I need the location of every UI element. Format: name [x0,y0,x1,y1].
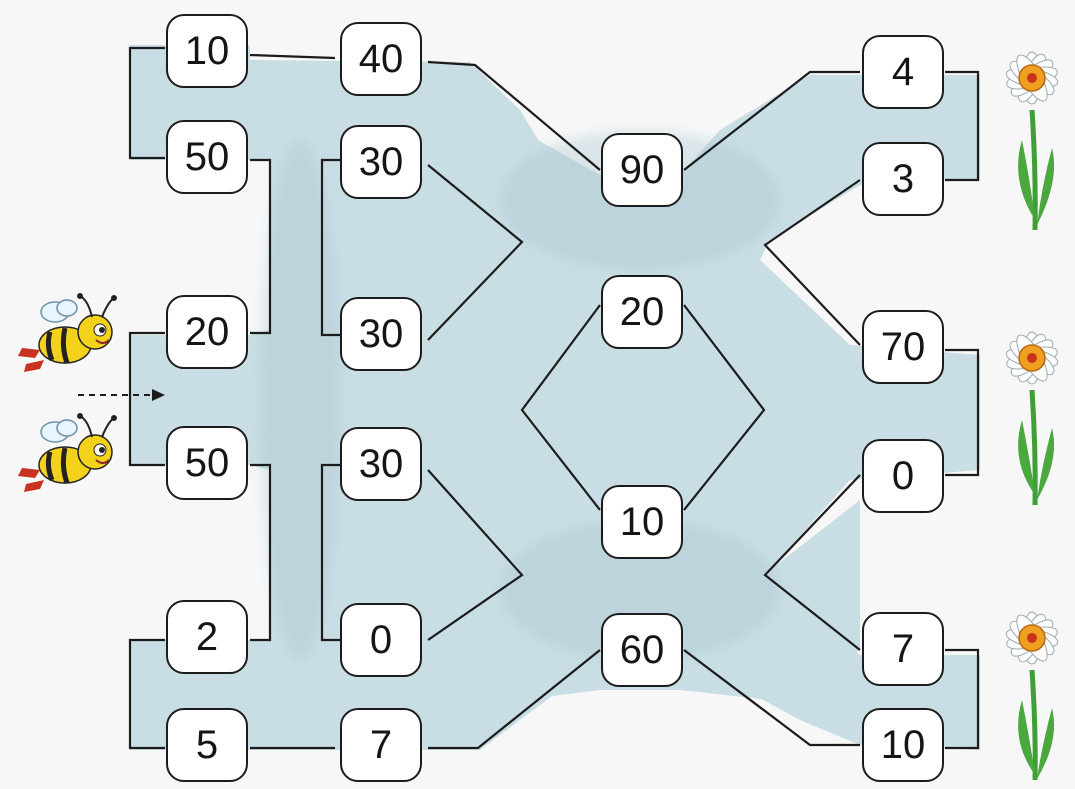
number-box[interactable]: 30 [340,125,422,199]
number-box[interactable]: 3 [862,142,944,216]
daisy-icon [1005,51,1060,230]
number-box[interactable]: 30 [340,297,422,371]
number-label: 20 [620,292,665,332]
number-label: 4 [892,52,914,92]
number-label: 30 [359,444,404,484]
number-label: 3 [892,159,914,199]
number-box[interactable]: 2 [166,600,248,674]
bee-icon [18,413,117,492]
number-box[interactable]: 10 [166,14,248,88]
number-box[interactable]: 4 [862,35,944,109]
number-label: 30 [359,142,404,182]
number-box[interactable]: 7 [340,708,422,782]
number-box[interactable]: 50 [166,426,248,500]
number-box[interactable]: 0 [862,439,944,513]
number-label: 40 [359,39,404,79]
daisy-icon [1005,331,1060,505]
number-label: 30 [359,314,404,354]
number-box[interactable]: 7 [862,612,944,686]
number-box[interactable]: 50 [166,120,248,194]
number-box[interactable]: 20 [601,275,683,349]
number-label: 60 [620,630,665,670]
number-box[interactable]: 10 [601,485,683,559]
number-box[interactable]: 90 [601,133,683,207]
number-label: 50 [185,137,230,177]
number-box[interactable]: 0 [340,603,422,677]
number-box[interactable]: 60 [601,613,683,687]
number-label: 5 [196,725,218,765]
number-label: 7 [370,725,392,765]
number-box[interactable]: 30 [340,427,422,501]
number-box[interactable]: 5 [166,708,248,782]
number-label: 0 [370,620,392,660]
number-label: 2 [196,617,218,657]
number-box[interactable]: 40 [340,22,422,96]
number-box[interactable]: 10 [862,708,944,782]
number-label: 0 [892,456,914,496]
number-label: 7 [892,629,914,669]
daisy-icon [1005,611,1060,780]
number-label: 70 [881,327,926,367]
number-box[interactable]: 20 [166,295,248,369]
number-label: 10 [185,31,230,71]
number-label: 10 [620,502,665,542]
number-label: 10 [881,725,926,765]
number-label: 90 [620,150,665,190]
number-box[interactable]: 70 [862,310,944,384]
number-label: 20 [185,312,230,352]
number-label: 50 [185,443,230,483]
bee-icon [18,293,117,372]
